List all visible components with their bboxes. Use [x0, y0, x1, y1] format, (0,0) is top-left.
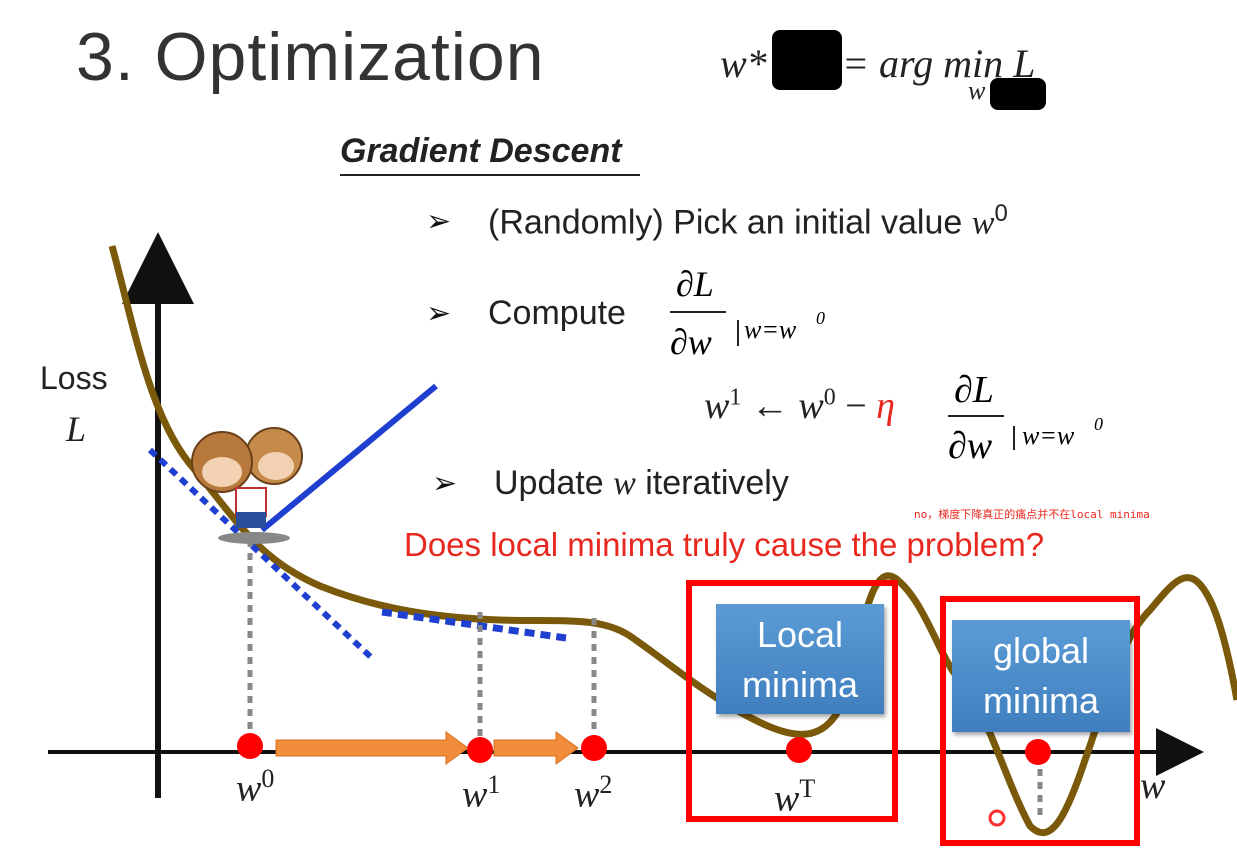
formula-subscript: w [968, 76, 986, 105]
point-global [1025, 739, 1051, 765]
learning-rate: η [876, 385, 896, 427]
svg-text:∂w: ∂w [948, 425, 993, 467]
step-arrow [275, 731, 469, 765]
local-minima-highlight [686, 580, 898, 822]
svg-text:∂L: ∂L [676, 264, 714, 304]
redaction-block [990, 78, 1046, 110]
annotation-note: no，梯度下降真正的痛点并不在local minima [914, 508, 1150, 521]
bullet-arrow-icon: ➢ [426, 205, 452, 238]
global-minima-highlight [940, 596, 1140, 846]
y-axis-label: Loss [40, 360, 108, 396]
bullet-update: Update w iteratively [494, 464, 789, 502]
step-arrow [493, 731, 579, 765]
section-underline [340, 174, 640, 176]
tangent-line-w0 [147, 447, 377, 663]
point-w1 [467, 737, 493, 763]
bullet-arrow-icon: ➢ [426, 297, 452, 330]
point-w0 [237, 733, 263, 759]
label-w0: w0 [236, 764, 275, 810]
label-w2: w2 [574, 770, 613, 816]
global-minima-label: global minima [952, 620, 1130, 732]
bullet-compute: Compute [488, 294, 626, 332]
update-rule: w1 ← w0 − η [704, 384, 896, 427]
character-icon [191, 427, 303, 544]
formula-lhs: w* [720, 41, 767, 86]
y-axis-var: L [66, 409, 87, 449]
label-wT: wT [774, 774, 816, 820]
local-minima-label: Local minima [716, 604, 884, 714]
point-w2 [581, 735, 607, 761]
section-title: Gradient Descent [340, 132, 622, 170]
svg-text:∂w: ∂w [670, 322, 712, 362]
argmin-formula: w* [720, 40, 767, 87]
x-axis-var: w [1140, 765, 1166, 807]
update-derivative: ∂L ∂w w=w 0 [948, 369, 1103, 467]
slide-title: 3. Optimization [76, 19, 545, 95]
redaction-block [772, 30, 842, 90]
point-wT [786, 737, 812, 763]
svg-text:0: 0 [1094, 414, 1103, 434]
bullet-pick-initial: (Randomly) Pick an initial value w0 [488, 200, 1008, 242]
svg-text:0: 0 [816, 308, 825, 328]
label-w1: w1 [462, 770, 501, 816]
question-text: Does local minima truly cause the proble… [404, 526, 1045, 563]
svg-text:w=w: w=w [744, 315, 797, 344]
svg-text:w=w: w=w [1022, 421, 1075, 450]
bullet-arrow-icon: ➢ [432, 467, 458, 500]
cursor-marker [988, 809, 1006, 827]
svg-text:∂L: ∂L [954, 369, 994, 411]
compute-derivative: ∂L ∂w w=w 0 [670, 264, 825, 362]
gradient-line [260, 383, 438, 533]
